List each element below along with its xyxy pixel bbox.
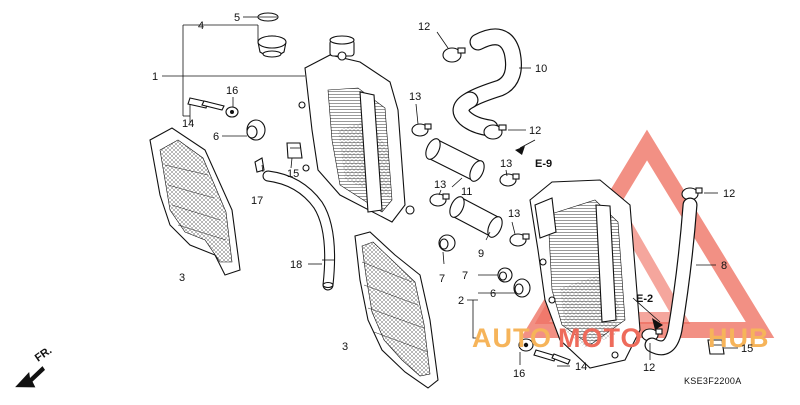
lower-hose	[644, 197, 698, 356]
callout-6-left: 6	[213, 131, 219, 143]
callout-11: 11	[461, 186, 472, 198]
mounting-bolt-left	[187, 97, 225, 111]
callout-15-right: 15	[741, 343, 753, 355]
hose-11	[425, 138, 485, 182]
callout-3-shroud-left: 3	[179, 272, 185, 284]
callout-14-right: 14	[575, 361, 587, 373]
callout-labels: 1 2 3 3 4 5 6 6 7 7 8 9 10 11 12 12 12 1…	[152, 12, 753, 380]
callout-1: 1	[152, 71, 158, 83]
rubber-grommet-left	[246, 119, 266, 141]
callout-13-a: 13	[409, 91, 421, 103]
reference-e2: E-2	[636, 293, 653, 305]
clamp-15-left	[286, 142, 303, 159]
drawing-code: KSE3F2200A	[684, 376, 742, 386]
callout-4: 4	[198, 20, 204, 32]
radiator-shroud-left	[149, 127, 241, 276]
front-direction-arrow: FR.	[15, 344, 54, 388]
callout-12-bottom: 12	[643, 362, 655, 374]
clip-17	[254, 157, 265, 173]
callout-13-c: 13	[434, 179, 446, 191]
callout-14-left: 14	[182, 118, 194, 130]
watermark-text-3: HUB	[708, 323, 770, 353]
grommet-7a	[438, 234, 456, 252]
hose-clamp-13d	[509, 233, 530, 247]
front-marker-label: FR.	[33, 344, 54, 364]
callout-6-right: 6	[490, 288, 496, 300]
hose-9	[449, 196, 503, 238]
cap-seal	[257, 12, 279, 22]
radiator-shroud-lower	[354, 231, 439, 389]
reference-e9: E-9	[535, 158, 552, 170]
hose-clamp-12c	[681, 187, 703, 201]
radiator-cap	[257, 35, 287, 58]
hose-clamp-12a	[442, 47, 466, 63]
callout-16-right: 16	[513, 368, 525, 380]
callout-18: 18	[290, 259, 302, 271]
callout-17: 17	[251, 195, 263, 207]
hose-clamp-13b	[429, 193, 450, 207]
callout-7-lower: 7	[439, 273, 445, 285]
grommet-7b	[497, 267, 513, 283]
callout-3-shroud-lower: 3	[342, 341, 348, 353]
rubber-grommet-right	[513, 278, 531, 298]
watermark-text: AUTO MOTO HUB	[472, 323, 770, 353]
callout-15-left: 15	[287, 168, 299, 180]
washer-left	[225, 106, 239, 118]
callout-9: 9	[478, 248, 484, 260]
callout-5: 5	[234, 12, 240, 24]
leader-lines	[162, 16, 738, 367]
hose-clamp-12b	[483, 124, 507, 140]
radiator-right	[529, 179, 641, 369]
hose-clamp-13c	[499, 173, 520, 187]
callout-8: 8	[721, 260, 727, 272]
callout-12-top: 12	[418, 21, 430, 33]
callout-12-right: 12	[723, 188, 735, 200]
e9-arrowhead	[515, 146, 525, 155]
callout-16-left: 16	[226, 85, 238, 97]
callout-12-mid: 12	[529, 125, 541, 137]
callout-7-right: 7	[462, 270, 468, 282]
callout-13-b: 13	[500, 158, 512, 170]
washer-right	[518, 338, 534, 352]
callout-10: 10	[535, 63, 547, 75]
radiator-left	[298, 35, 415, 223]
mounting-bolt-right	[533, 349, 571, 365]
callout-13-d: 13	[508, 208, 520, 220]
callout-2: 2	[458, 295, 464, 307]
hose-clamp-13a	[411, 123, 432, 137]
watermark-text-1: AUTO	[472, 323, 552, 353]
clamp-15-right	[707, 339, 725, 355]
overflow-tube	[262, 170, 336, 291]
upper-hose	[452, 28, 522, 137]
watermark-text-2: MOTO	[558, 323, 643, 353]
e2-arrowhead	[652, 318, 663, 330]
